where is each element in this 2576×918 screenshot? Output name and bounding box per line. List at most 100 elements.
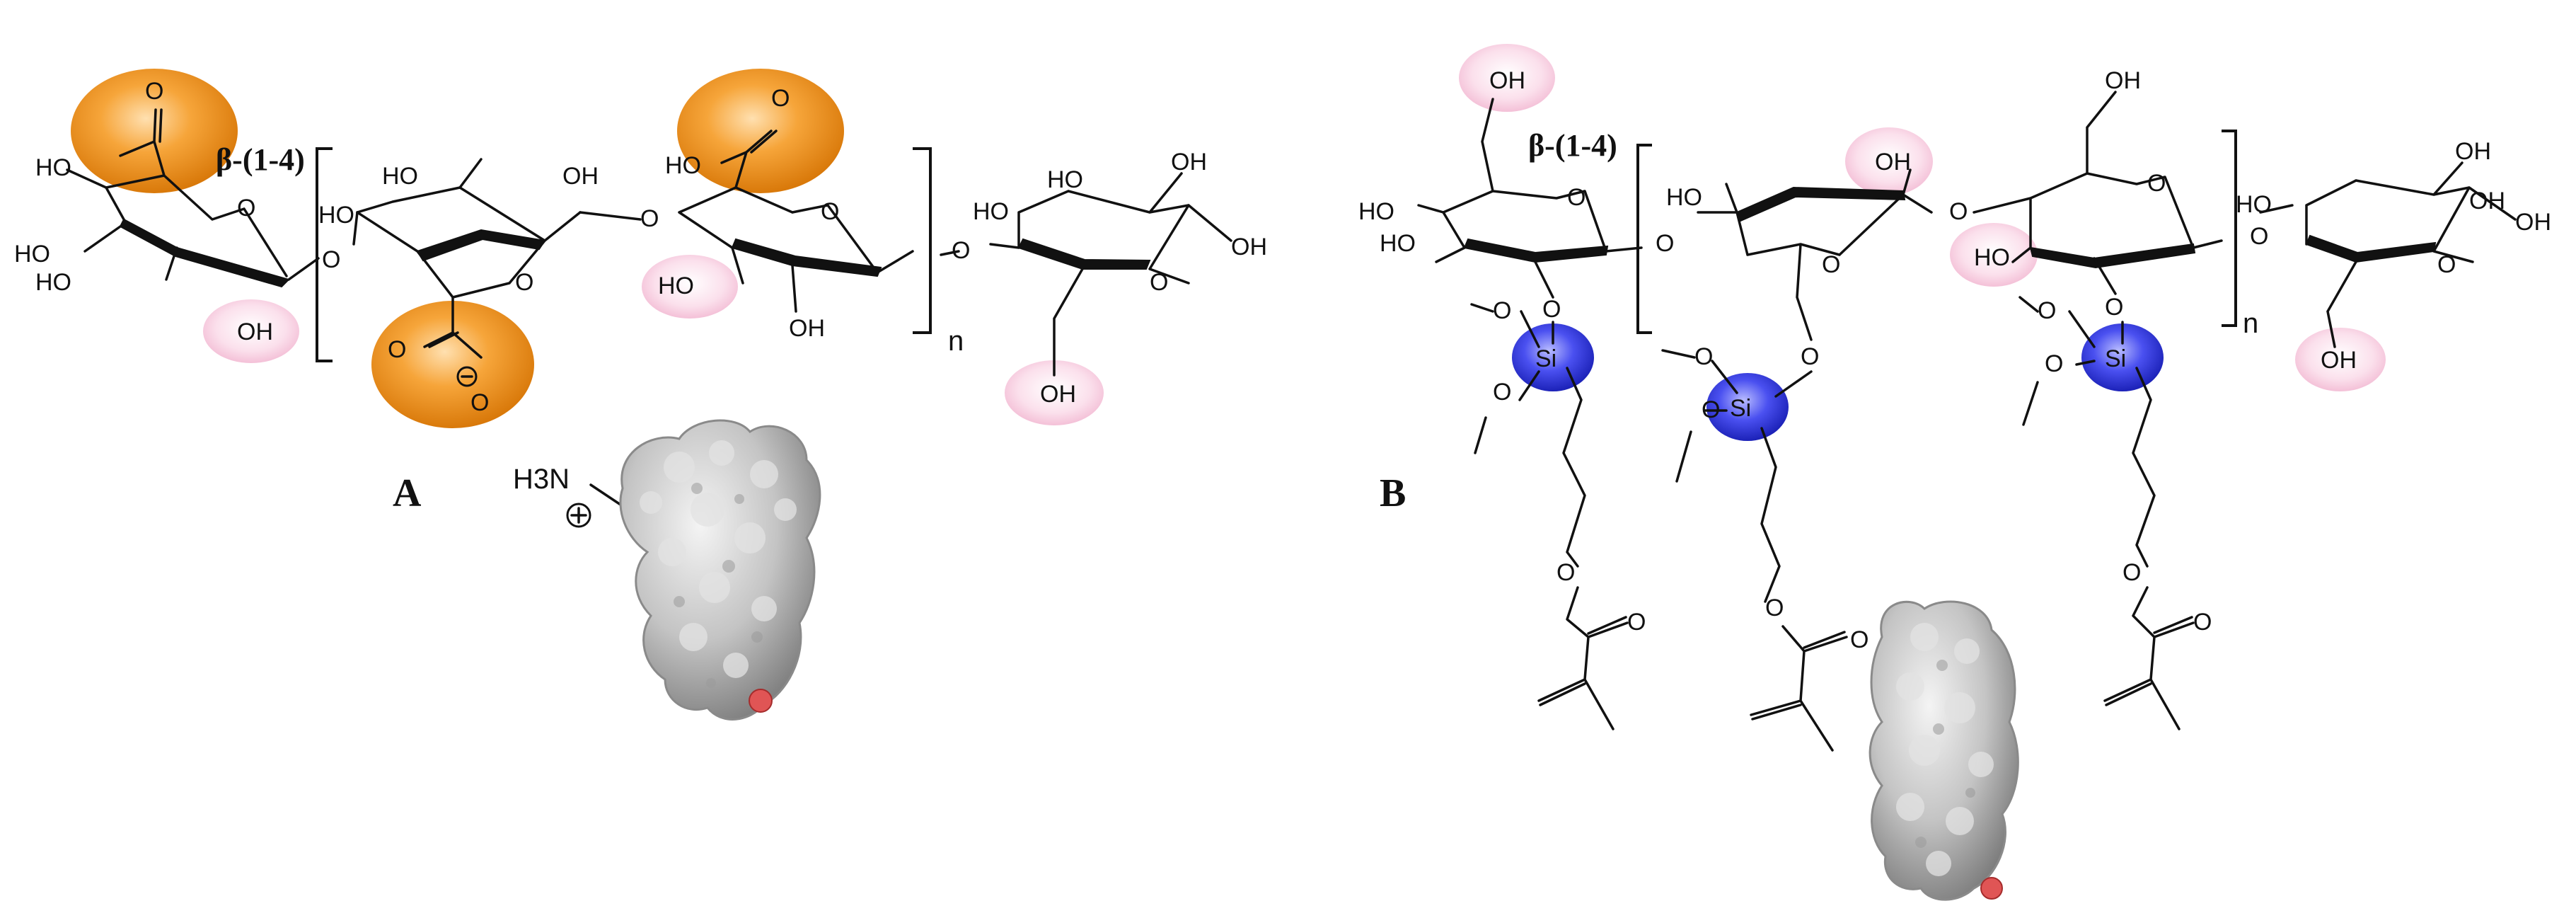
label-o: O [2193, 609, 2212, 636]
label-o: O [515, 269, 533, 296]
label-o: O [1822, 251, 1840, 278]
label-o: O [1150, 269, 1168, 296]
label-o: O [2147, 170, 2166, 197]
panel-label-a: A [393, 471, 422, 515]
label-o: O [1567, 184, 1586, 211]
label-oh: OH [1875, 149, 1911, 176]
label-oh: OH [1489, 67, 1525, 94]
label-o: O [2437, 251, 2456, 278]
silicon-label: Si [1535, 345, 1556, 372]
label-oh: OH [1231, 234, 1267, 260]
protein-surface-a [619, 419, 821, 721]
active-site-b [1980, 877, 2003, 900]
label-o: O [2038, 297, 2056, 324]
label-ho: HO [1974, 244, 2010, 271]
label-o: O [1656, 230, 1674, 257]
ring-a3 [678, 130, 914, 313]
ring-b1 [1417, 98, 1643, 299]
label-ho: HO [14, 241, 50, 268]
label-oh: OH [2105, 67, 2141, 94]
label-o: O [1627, 609, 1646, 636]
label-o: O [2045, 350, 2063, 377]
hydroxyl-highlight-a1 [203, 299, 299, 363]
active-site-a [749, 689, 773, 713]
label-oh: OH [1171, 149, 1207, 176]
label-o: O [388, 336, 406, 363]
repeat-bracket-open-a [316, 147, 333, 362]
label-o: O [237, 195, 255, 222]
hydroxyl-highlight-b1 [1459, 44, 1555, 112]
ring-a1 [66, 108, 320, 288]
label-ho: HO [2236, 191, 2272, 218]
label-ho: HO [1380, 230, 1416, 257]
hydroxyl-highlight-b2 [1845, 127, 1933, 195]
label-o: O [1556, 559, 1575, 586]
label-oh: OH [237, 319, 273, 345]
ring-a2 [352, 158, 582, 359]
label-ho: HO [1047, 166, 1083, 193]
negative-charge-icon [456, 366, 478, 387]
label-o: O [2105, 294, 2123, 321]
protein-surface-b [1869, 600, 2019, 901]
ring-b2 [1697, 168, 1933, 341]
label-o: O [1694, 343, 1713, 370]
ring-b3 [1973, 91, 2223, 295]
label-o: O [640, 205, 659, 232]
amine-label: H3N [513, 464, 570, 495]
label-oh: OH [2515, 209, 2551, 236]
label-o: O [145, 78, 163, 105]
label-o: O [1801, 343, 1819, 370]
hydroxyl-highlight-a3 [1005, 360, 1104, 425]
label-o: O [2250, 223, 2268, 250]
hydroxyl-highlight-b4 [2295, 328, 2386, 391]
label-o: O [2122, 559, 2141, 586]
label-o: O [1949, 198, 1968, 225]
repeat-bracket-close-a [913, 147, 932, 334]
carboxyl-highlight-a3 [677, 69, 844, 193]
repeat-bracket-open-b [1636, 144, 1652, 334]
panel-label-b: B [1380, 471, 1406, 515]
silicon-highlight-b1 [1512, 323, 1594, 391]
silicon-label: Si [2105, 345, 2126, 372]
label-oh: OH [1040, 381, 1076, 408]
panel-a: HO O HO HO O OH β-(1-4) O HO HO OH O O O… [14, 69, 1267, 721]
positive-charge-icon [566, 503, 591, 528]
label-ho: HO [973, 198, 1009, 225]
label-oh: OH [2455, 138, 2491, 165]
label-ho: HO [35, 154, 71, 181]
silicon-label: Si [1730, 395, 1751, 422]
repeat-n-a: n [948, 326, 964, 357]
label-ho: HO [1666, 184, 1702, 211]
label-o: O [1493, 297, 1511, 324]
label-ho: HO [35, 269, 71, 296]
label-o: O [322, 246, 340, 273]
repeat-n-b: n [2243, 308, 2258, 339]
linkage-label-b: β-(1-4) [1528, 128, 1617, 163]
label-o: O [952, 237, 970, 264]
carboxyl-highlight-a2 [371, 301, 534, 428]
label-o: O [1850, 626, 1869, 653]
label-ho: HO [1358, 198, 1394, 225]
label-oh: OH [789, 315, 825, 342]
hydroxyl-highlight-a2 [642, 255, 738, 319]
label-oh: OH [562, 163, 599, 190]
repeat-bracket-close-b [2222, 130, 2237, 327]
label-oh: OH [2469, 188, 2505, 214]
label-o: O [1493, 379, 1511, 406]
label-ho: HO [665, 152, 701, 179]
label-o: O [1542, 296, 1561, 323]
label-ho: HO [318, 202, 354, 229]
ring-b4 [2259, 161, 2517, 348]
silicon-highlight-b3 [2081, 323, 2164, 391]
panel-b: OH HO HO O β-(1-4) O Si O O O O B HO O O… [1358, 44, 2551, 901]
label-ho: HO [658, 272, 694, 299]
label-negative-o: O [470, 389, 489, 416]
silicon-highlight-b2 [1706, 373, 1789, 441]
ring-a4 [940, 172, 1232, 377]
label-ho: HO [382, 163, 418, 190]
label-oh: OH [2321, 347, 2357, 374]
hydroxyl-highlight-b3 [1950, 223, 2038, 287]
label-o: O [1765, 595, 1784, 621]
label-o: O [821, 198, 839, 225]
